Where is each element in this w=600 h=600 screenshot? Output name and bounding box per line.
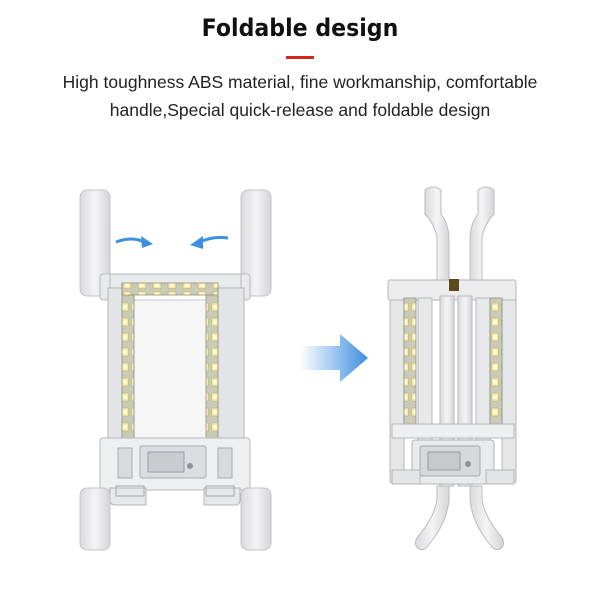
unfolded-landing-gear — [79, 189, 272, 551]
fold-arrow-left-icon — [115, 236, 153, 248]
product-description: High toughness ABS material, fine workma… — [62, 72, 538, 120]
title-accent-bar — [286, 56, 314, 59]
transition-arrow-icon — [300, 334, 368, 382]
page-title: Foldable design — [201, 14, 399, 42]
folded-landing-gear — [387, 186, 517, 551]
fold-arrow-right-icon — [190, 236, 229, 249]
